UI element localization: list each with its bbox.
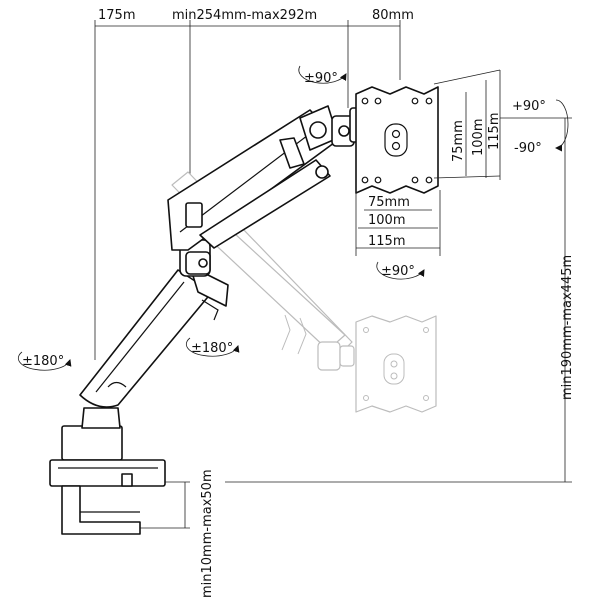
tilt-rotation-label: ±90° xyxy=(304,71,338,86)
vesa-vertical-75-label: 75mm xyxy=(451,120,466,162)
desk-clamp xyxy=(49,425,166,535)
vesa-vertical-100-label: 100m xyxy=(471,119,486,156)
rotate-up-label: +90° xyxy=(512,99,546,114)
top-dimension-lines xyxy=(94,20,401,360)
elbow-rotation-arrow-icon xyxy=(185,337,240,357)
swivel-rotation-arrow-icon xyxy=(376,261,425,280)
elbow-rotation-label: ±180° xyxy=(191,341,233,356)
height-range-label: min190mm-max445m xyxy=(560,255,575,400)
vesa-vertical-115-label: 115m xyxy=(487,113,502,150)
clamp-dimension-lines xyxy=(140,481,190,529)
rotate-down-label: -90° xyxy=(514,141,542,156)
top-arm-label: min254mm-max292m xyxy=(172,8,317,23)
ghost-vesa-plate xyxy=(355,315,437,413)
vesa-horizontal-dims xyxy=(355,190,441,256)
upper-arm xyxy=(167,105,339,251)
base-rotation-arrow-icon xyxy=(17,351,72,371)
vesa-vertical-dims xyxy=(433,69,501,180)
tilt-head xyxy=(331,107,361,147)
tilt-rotation-arrow-icon xyxy=(298,65,347,84)
height-dimension-lines xyxy=(225,117,572,483)
base-rotation-label: ±180° xyxy=(22,354,64,369)
vesa-horizontal-100-label: 100m xyxy=(368,213,405,228)
top-reach-label: 175m xyxy=(98,8,135,23)
vesa-horizontal-75-label: 75mm xyxy=(368,195,410,210)
top-mount-label: 80mm xyxy=(372,8,414,23)
vesa-horizontal-115-label: 115m xyxy=(368,234,405,249)
vesa-plate xyxy=(355,86,439,194)
clamp-range-label: min10mm-max50m xyxy=(200,469,215,598)
swivel-rotation-label: ±90° xyxy=(381,264,415,279)
lower-arm xyxy=(79,265,229,429)
portrait-rotation-arrow-icon xyxy=(555,99,569,152)
